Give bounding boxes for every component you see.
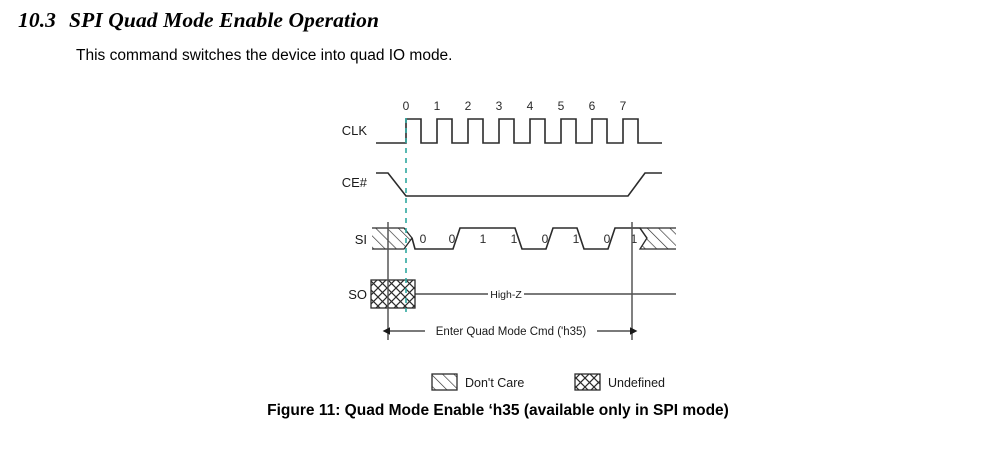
- enter-quad-mode-annotation: Enter Quad Mode Cmd ('h35): [382, 326, 638, 338]
- section-number: 10.3: [18, 8, 57, 32]
- section-heading: 10.3 SPI Quad Mode Enable Operation: [18, 8, 379, 33]
- so-undefined-region: [370, 279, 416, 309]
- si-bit-3: 1: [511, 232, 518, 246]
- clock-number-4: 4: [527, 99, 534, 113]
- legend-label-undefined: Undefined: [608, 376, 665, 390]
- clock-number-7: 7: [620, 99, 627, 113]
- si-bit-5: 1: [573, 232, 580, 246]
- signal-label-clk: CLK: [342, 123, 368, 138]
- figure-caption: Figure 11: Quad Mode Enable ‘h35 (availa…: [267, 402, 729, 419]
- si-bit-7: 1: [631, 232, 638, 246]
- legend-item-dont-care: Don't Care: [431, 373, 524, 391]
- clock-number-0: 0: [403, 99, 410, 113]
- clk-waveform: [376, 118, 662, 144]
- si-bit-1: 0: [449, 232, 456, 246]
- clock-number-1: 1: [434, 99, 441, 113]
- clock-number-6: 6: [589, 99, 596, 113]
- legend-label-dont-care: Don't Care: [465, 376, 524, 390]
- si-dont-care-right: [638, 227, 676, 250]
- annotation-label: Enter Quad Mode Cmd ('h35): [436, 326, 587, 338]
- signal-label-so: SO: [348, 287, 367, 302]
- signal-label-ce: CE#: [342, 175, 368, 190]
- so-waveform: High-Z: [370, 279, 676, 309]
- signal-label-si: SI: [355, 232, 367, 247]
- si-waveform: 0 0 1 1 0 1 0 1: [372, 227, 676, 250]
- so-highz-label: High-Z: [490, 289, 522, 301]
- si-dont-care-left: [372, 227, 413, 250]
- ce-waveform: [376, 172, 662, 197]
- legend-item-undefined: Undefined: [574, 373, 665, 391]
- section-title: SPI Quad Mode Enable Operation: [69, 8, 380, 32]
- si-bit-6: 0: [604, 232, 611, 246]
- si-bit-2: 1: [480, 232, 487, 246]
- clock-number-3: 3: [496, 99, 503, 113]
- si-bit-4: 0: [542, 232, 549, 246]
- legend: Don't Care Undefined: [431, 373, 665, 391]
- clock-cycle-numbers: 0 1 2 3 4 5 6 7: [403, 99, 627, 113]
- body-paragraph: This command switches the device into qu…: [76, 47, 453, 64]
- si-bit-0: 0: [420, 232, 427, 246]
- clock-number-2: 2: [465, 99, 472, 113]
- clock-number-5: 5: [558, 99, 565, 113]
